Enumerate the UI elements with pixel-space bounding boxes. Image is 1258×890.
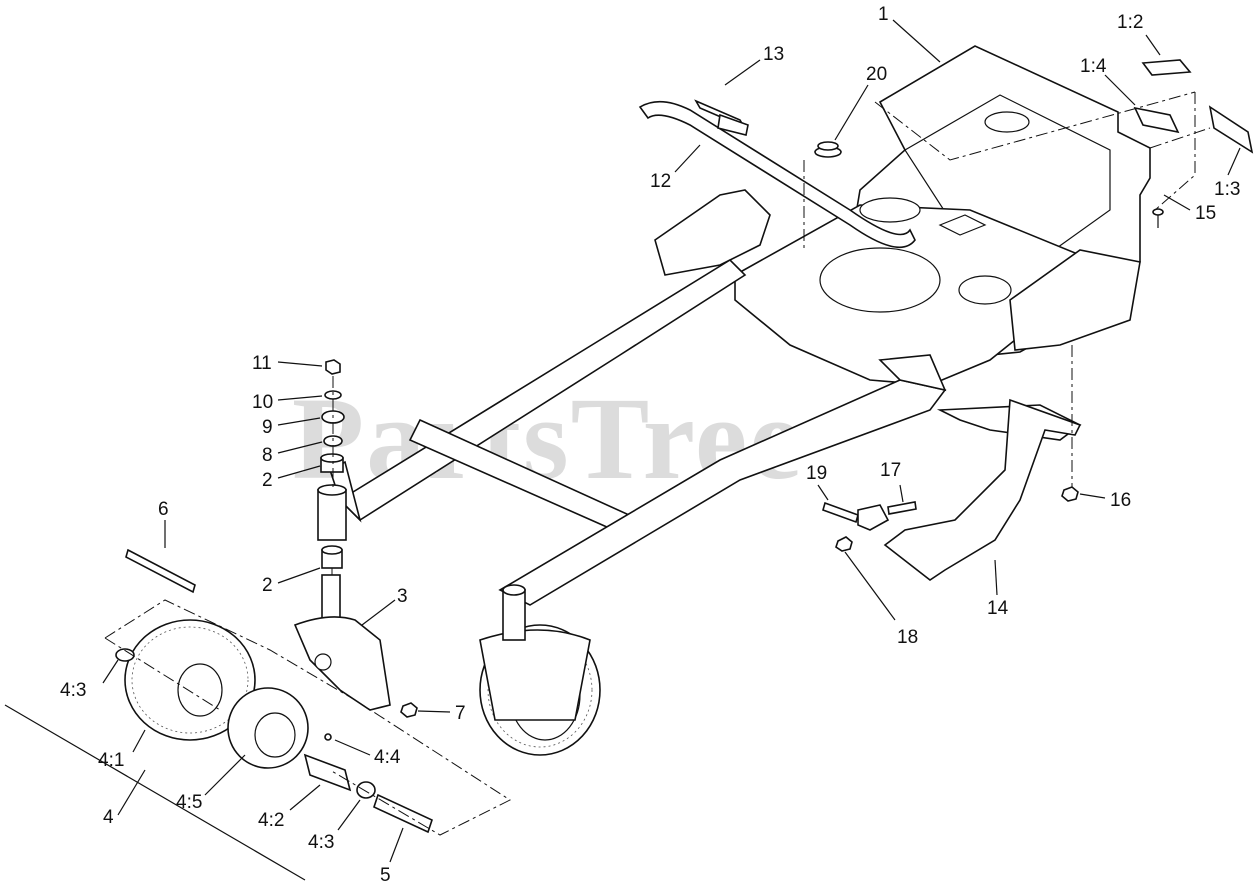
grommet-20[interactable] <box>814 141 842 158</box>
callout-13: 13 <box>763 44 784 65</box>
leader-lines <box>4 19 1241 881</box>
callout-19: 19 <box>806 463 827 484</box>
callout-17: 17 <box>880 460 901 481</box>
callout-1-2: 1:2 <box>1117 12 1143 33</box>
grease-fitting-4-4 <box>324 733 332 741</box>
nut-18[interactable] <box>835 536 853 552</box>
decal-1-2[interactable] <box>1141 59 1192 76</box>
screw-15[interactable] <box>1152 208 1164 228</box>
callout-20: 20 <box>866 64 887 85</box>
nut-16[interactable] <box>1061 486 1079 502</box>
callout-3: 3 <box>397 586 408 607</box>
bolt-17[interactable] <box>887 501 917 515</box>
callout-1-3: 1:3 <box>1214 179 1240 200</box>
callout-14: 14 <box>987 598 1009 619</box>
bearing-tube-4-2 <box>303 753 352 792</box>
callout-2-lower: 2 <box>262 575 273 596</box>
nut-7[interactable] <box>400 702 418 718</box>
callout-labels: 1 1:2 1:3 1:4 2 2 3 4 4:1 4:2 4:3 4:3 4:… <box>60 4 1240 886</box>
caster-fork-3[interactable] <box>293 574 391 711</box>
callout-1-4: 1:4 <box>1080 56 1107 77</box>
deck-bracket-14[interactable] <box>883 398 1082 581</box>
callout-1: 1 <box>878 4 889 25</box>
callout-4: 4 <box>103 807 114 828</box>
decal-1-4[interactable] <box>1133 106 1180 134</box>
callout-4-5: 4:5 <box>176 792 202 813</box>
spacer-4-3a <box>115 648 135 662</box>
callout-4-1: 4:1 <box>98 750 124 771</box>
callout-15: 15 <box>1195 203 1216 224</box>
callout-10: 10 <box>252 392 273 413</box>
rim-4-5 <box>227 687 309 769</box>
callout-7: 7 <box>455 703 466 724</box>
callout-4-4: 4:4 <box>374 747 401 768</box>
callout-8: 8 <box>262 445 273 466</box>
callout-9: 9 <box>262 417 273 438</box>
callout-12: 12 <box>650 171 671 192</box>
callout-18: 18 <box>897 627 918 648</box>
frame-rails[interactable] <box>329 258 947 606</box>
decal-1-3[interactable] <box>1208 105 1254 154</box>
bolt-19[interactable] <box>822 501 859 524</box>
callout-11: 11 <box>252 353 272 374</box>
bolt-13[interactable] <box>694 99 749 136</box>
callout-4-2: 4:2 <box>258 810 284 831</box>
callout-4-3-left: 4:3 <box>60 680 86 701</box>
spacer-4-3b <box>356 781 376 799</box>
axle-bolt-6[interactable] <box>125 548 196 594</box>
callout-5: 5 <box>380 865 391 886</box>
tire-4-1 <box>124 619 256 741</box>
callout-6: 6 <box>158 499 169 520</box>
callout-2-upper: 2 <box>262 470 273 491</box>
handle-bar[interactable] <box>638 100 916 249</box>
caster-sleeve <box>317 489 347 541</box>
callout-4-3-right: 4:3 <box>308 832 334 853</box>
bolt-11 <box>325 359 341 375</box>
callout-16: 16 <box>1110 490 1131 511</box>
assembly-lines <box>104 91 1211 836</box>
right-caster-wheel[interactable] <box>479 584 601 756</box>
caster-hardware-stack[interactable] <box>317 359 347 569</box>
clamp-block[interactable] <box>857 504 890 531</box>
